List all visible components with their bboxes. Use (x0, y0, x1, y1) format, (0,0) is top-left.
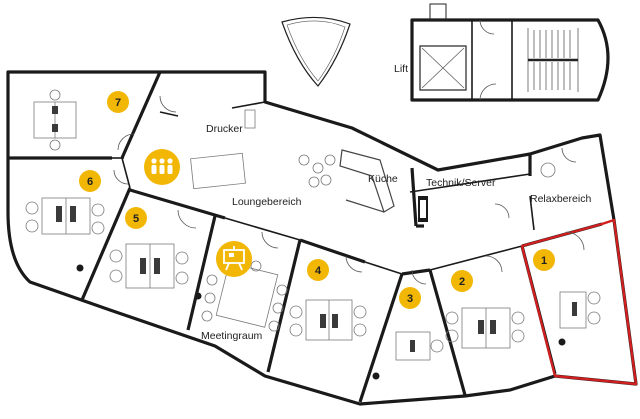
desk-cluster-room-6 (25, 197, 105, 272)
lift-shaft (419, 45, 467, 91)
office-number-2: 2 (459, 276, 465, 288)
desk-cluster-room-2 (445, 307, 525, 349)
outer-walls (6, 70, 638, 406)
lounge-furniture (190, 109, 336, 190)
desk-cluster-room-5 (109, 243, 202, 300)
room-label-lift: Lift (394, 63, 408, 75)
stairs (527, 28, 579, 92)
office-number-5: 5 (133, 213, 139, 225)
office-badge-4[interactable]: 4 (307, 259, 329, 281)
office-badge-3[interactable]: 3 (399, 287, 421, 309)
office-1-highlight (520, 218, 638, 386)
presentation-board-icon (216, 241, 252, 277)
interior-walls (8, 71, 603, 403)
office-number-6: 6 (87, 176, 93, 188)
room-label-loungebereich: Loungebereich (232, 196, 302, 208)
office-number-7: 7 (115, 97, 121, 109)
room-label-kueche: Küche (368, 173, 398, 185)
room-label-meetingraum: Meetingraum (201, 330, 263, 342)
office-badge-7[interactable]: 7 (107, 91, 129, 113)
kitchen-counter (339, 149, 395, 213)
office-badge-1[interactable]: 1 (533, 249, 555, 271)
office-number-1: 1 (541, 255, 547, 267)
desk-room-3 (372, 331, 444, 380)
office-number-4: 4 (315, 265, 322, 277)
relax-furniture (540, 162, 556, 178)
room-label-relaxbereich: Relaxbereich (530, 193, 591, 205)
room-label-technik-server: Technik/Server (426, 177, 496, 189)
office-badge-2[interactable]: 2 (451, 270, 473, 292)
office-badge-6[interactable]: 6 (79, 170, 101, 192)
doors (113, 95, 585, 285)
stairwell-block (410, 3, 610, 102)
desk-cluster-room-4 (289, 299, 367, 341)
office-number-3: 3 (407, 293, 413, 305)
desk-cluster-room-7 (33, 89, 77, 151)
triangle-sculpture (281, 16, 351, 87)
people-group-icon (144, 149, 180, 185)
room-label-drucker: Drucker (206, 123, 243, 135)
office-badge-5[interactable]: 5 (125, 207, 147, 229)
desk-room-1 (558, 291, 601, 346)
meeting-table (201, 256, 288, 332)
